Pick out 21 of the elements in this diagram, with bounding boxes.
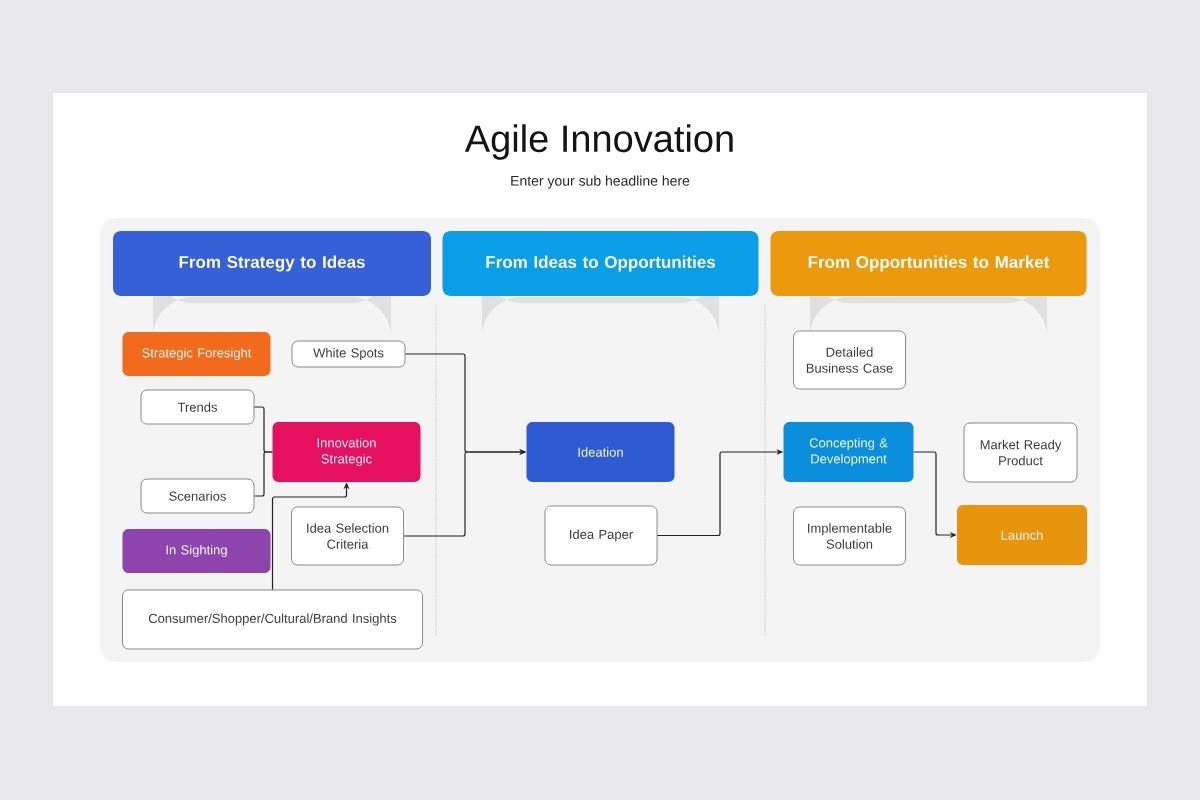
process-box: Market Ready Product: [963, 422, 1078, 483]
process-box: Concepting & Development: [783, 422, 914, 482]
process-box: Launch: [957, 505, 1087, 565]
header-box: From Strategy to Ideas: [113, 231, 431, 296]
subtitle: Enter your sub headline here: [511, 175, 690, 189]
process-box: Idea Paper: [544, 505, 658, 566]
header-box: From Opportunities to Market: [770, 231, 1087, 296]
connector-line: [253, 451, 273, 497]
process-box: White Spots: [291, 340, 406, 368]
process-box: Implementable Solution: [793, 506, 906, 566]
process-box: Trends: [140, 389, 255, 425]
process-box: Idea Selection Criteria: [291, 506, 404, 566]
process-box: Strategic Foresight: [122, 332, 271, 376]
process-box: Detailed Business Case: [793, 330, 906, 390]
header-box: From Ideas to Opportunities: [442, 231, 759, 296]
process-box: Ideation: [526, 422, 675, 482]
process-box: Consumer/Shopper/Cultural/Brand Insights: [122, 589, 423, 650]
process-box: Innovation Strategic: [272, 422, 421, 482]
process-box: In Sighting: [122, 529, 271, 573]
process-box: Scenarios: [140, 478, 255, 514]
title: Agile Innovation: [464, 124, 733, 160]
